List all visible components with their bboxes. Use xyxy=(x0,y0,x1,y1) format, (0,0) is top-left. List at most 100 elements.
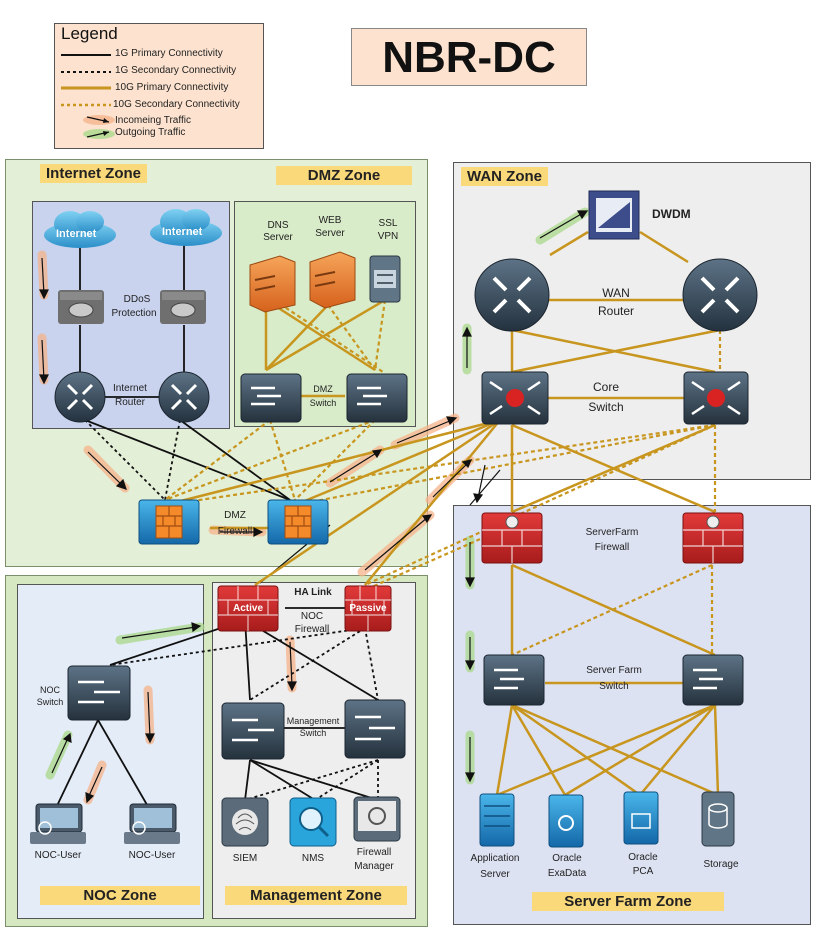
server-farm-zone-title: Server Farm Zone xyxy=(532,892,724,911)
legend-item: Outgoing Traffic xyxy=(115,127,186,138)
internet-cloud-label: Internet xyxy=(162,226,203,238)
oracle-pca-icon xyxy=(623,791,659,845)
dmz-switch-icon xyxy=(240,373,302,423)
dns-server-label-line1: DNS xyxy=(267,220,289,231)
application-server-label-line1: Application xyxy=(470,853,520,864)
dmz-firewall-icon xyxy=(267,499,329,545)
wan-router-icon xyxy=(474,258,550,332)
dns-server-label-line2: Server xyxy=(263,232,293,243)
serverfarm-switch-label-line1: Server Farm xyxy=(586,665,642,676)
dmz-firewall-icon xyxy=(138,499,200,545)
diagram-title: NBR-DC xyxy=(351,28,587,86)
oracle-pca-label-line2: PCA xyxy=(632,866,654,877)
storage-icon xyxy=(701,791,735,847)
siem-label: SIEM xyxy=(232,853,258,864)
core-switch-icon xyxy=(683,371,749,425)
web-server-icon xyxy=(309,251,356,309)
nms-icon xyxy=(289,797,337,847)
noc-user-label: NOC-User xyxy=(128,850,176,861)
noc-user-label: NOC-User xyxy=(34,850,82,861)
active-label: Active xyxy=(232,603,263,614)
mgmt-switch-label-line1: Management xyxy=(286,716,340,726)
oracle-exadata-icon xyxy=(548,794,584,848)
internet-router-label-line1: Internet xyxy=(113,383,147,394)
serverfarm-firewall-icon xyxy=(682,512,744,564)
ssl-vpn-label-line2: VPN xyxy=(377,231,399,242)
legend-item: 1G Primary Connectivity xyxy=(115,48,223,59)
serverfarm-firewall-icon xyxy=(481,512,543,564)
dns-server-icon xyxy=(249,255,296,313)
serverfarm-firewall-label-line2: Firewall xyxy=(594,542,630,553)
mgmt-switch-label-line2: Switch xyxy=(299,728,327,738)
core-switch-label-line2: Switch xyxy=(588,400,624,414)
web-server-label-line1: WEB xyxy=(318,215,342,226)
storage-label: Storage xyxy=(703,859,739,870)
legend: Legend 1G Primary Connectivity 1G Second… xyxy=(54,23,264,149)
ddos-label-line1: DDoS xyxy=(123,294,151,305)
noc-switch-label-line1: NOC xyxy=(40,685,60,695)
serverfarm-switch-icon xyxy=(682,654,744,706)
core-switch-icon xyxy=(481,371,549,425)
oracle-pca-label-line1: Oracle xyxy=(628,852,658,863)
internet-cloud-icon xyxy=(150,209,222,246)
noc-user-workstation-icon xyxy=(30,803,86,844)
dmz-firewall-label-line1: DMZ xyxy=(224,510,246,521)
wan-zone-title: WAN Zone xyxy=(461,167,548,186)
nms-label: NMS xyxy=(301,853,325,864)
dmz-switch-label-line2: Switch xyxy=(309,398,337,408)
legend-item: 10G Primary Connectivity xyxy=(115,82,229,93)
ddos-label-line2: Protection xyxy=(111,308,157,319)
firewall-manager-label-line2: Manager xyxy=(354,861,394,872)
serverfarm-switch-icon xyxy=(483,654,545,706)
oracle-exadata-label-line1: Oracle xyxy=(552,853,582,864)
siem-icon xyxy=(221,797,269,847)
noc-user-workstation-icon xyxy=(124,803,180,844)
internet-zone-title: Internet Zone xyxy=(40,164,148,183)
wan-router-label-line1: WAN xyxy=(602,286,630,300)
core-switch-label-line1: Core xyxy=(592,380,619,394)
router-icon xyxy=(54,371,106,423)
internet-cloud-label: Internet xyxy=(56,228,97,240)
dmz-zone-title: DMZ Zone xyxy=(276,166,412,185)
ddos-appliance-icon xyxy=(160,290,206,324)
legend-swatches xyxy=(61,54,115,139)
ha-link-label: HA Link xyxy=(294,587,332,598)
noc-zone-box xyxy=(17,584,204,919)
ddos-appliance-icon xyxy=(58,290,104,324)
management-switch-icon xyxy=(344,699,406,759)
noc-firewall-label-line2: Firewall xyxy=(294,624,330,635)
dwdm-icon xyxy=(588,190,640,240)
wan-router-icon xyxy=(682,258,758,332)
internet-router-label-line2: Router xyxy=(114,397,145,408)
legend-title: Legend xyxy=(61,24,118,43)
noc-firewall-active-icon xyxy=(217,585,279,632)
serverfarm-switch-label-line2: Switch xyxy=(599,681,629,692)
internet-cloud-icon xyxy=(44,211,116,248)
noc-switch-label-line2: Switch xyxy=(36,697,64,707)
management-zone-title: Management Zone xyxy=(225,886,407,905)
dmz-firewall-label-line2: Firewall xyxy=(217,526,253,537)
firewall-manager-label-line1: Firewall xyxy=(356,847,392,858)
noc-firewall-passive-icon xyxy=(344,585,392,632)
legend-item: 1G Secondary Connectivity xyxy=(115,65,237,76)
dmz-switch-icon xyxy=(346,373,408,423)
web-server-label-line2: Server xyxy=(315,228,345,239)
noc-zone-title: NOC Zone xyxy=(40,886,200,905)
passive-label: Passive xyxy=(349,603,387,614)
legend-item: 10G Secondary Connectivity xyxy=(113,99,240,110)
legend-item: Incomeing Traffic xyxy=(115,115,191,126)
wan-router-label-line2: Router xyxy=(597,304,635,318)
management-switch-icon xyxy=(221,702,285,760)
application-server-icon xyxy=(479,793,515,847)
noc-switch-icon xyxy=(67,665,131,721)
ssl-vpn-label-line1: SSL xyxy=(378,218,398,229)
application-server-label-line2: Server xyxy=(480,869,510,880)
router-icon xyxy=(158,371,210,423)
firewall-manager-icon xyxy=(353,796,401,842)
serverfarm-firewall-label-line1: ServerFarm xyxy=(585,527,639,538)
dmz-switch-label-line1: DMZ xyxy=(313,384,333,394)
noc-firewall-label-line1: NOC xyxy=(300,611,324,622)
